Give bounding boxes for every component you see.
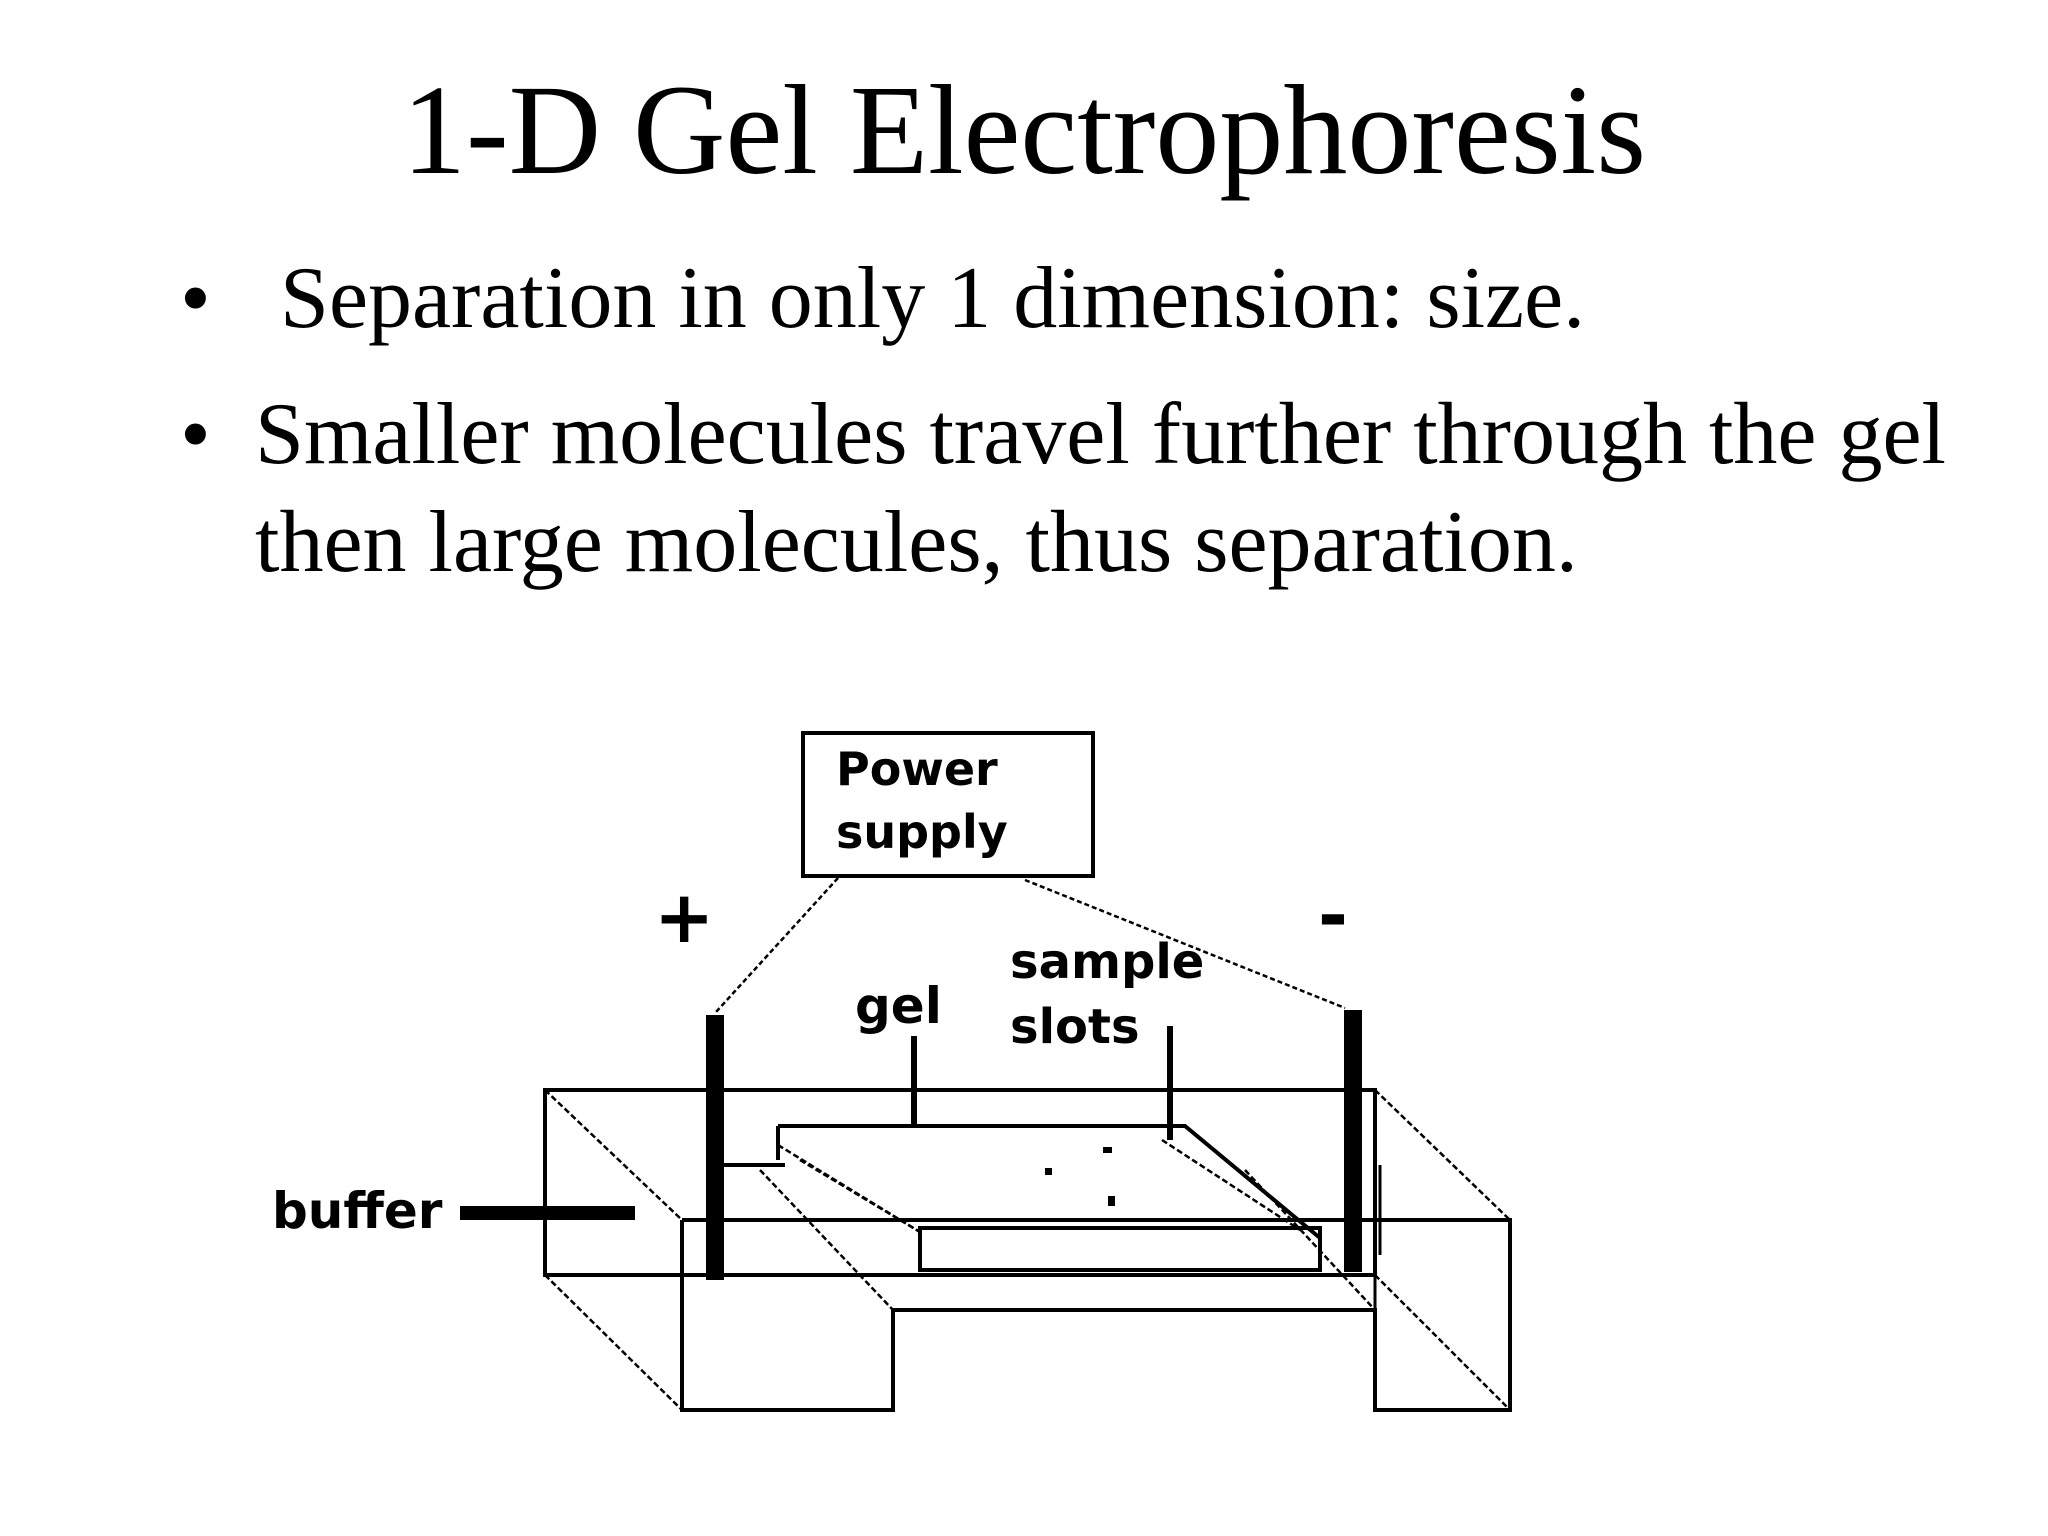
- bullet-text: Separation in only 1 dimension: size.: [280, 250, 1586, 347]
- sample-dot: [1103, 1147, 1112, 1153]
- tank-edge: [759, 1169, 894, 1311]
- gel-top-edge: [778, 1124, 1322, 1240]
- tank-front-face: [680, 1218, 1512, 1412]
- negative-sign: -: [1318, 873, 1348, 957]
- tank-edge: [544, 1089, 683, 1221]
- tank-edge: [1374, 1089, 1511, 1221]
- bullet-symbol: •: [180, 250, 211, 347]
- positive-wire: [715, 877, 839, 1013]
- bullet-item: • Separation in only 1 dimension: size.: [170, 245, 1970, 353]
- bullet-symbol: •: [180, 386, 211, 483]
- power-supply-label-line2: supply: [836, 805, 1008, 859]
- gel-label: gel: [855, 977, 942, 1035]
- slide-title: 1-D Gel Electrophoresis: [401, 59, 1647, 201]
- negative-electrode: [1344, 1010, 1362, 1272]
- sample-dots: [1045, 1147, 1115, 1206]
- sample-slots-label-line2: slots: [1010, 999, 1140, 1055]
- gel-front-face: [918, 1226, 1322, 1272]
- bullet-text: Smaller molecules travel further through…: [255, 386, 1946, 591]
- gel-inner-line: [799, 1158, 921, 1234]
- bullet-list: • Separation in only 1 dimension: size. …: [170, 245, 1970, 625]
- power-supply-box: [801, 731, 1095, 878]
- gel-inner-line: [1161, 1138, 1301, 1232]
- buffer-tank: [543, 1088, 1512, 1412]
- negative-wire: [1024, 878, 1346, 1010]
- sample-dot: [1045, 1168, 1052, 1175]
- tank-edge: [544, 1274, 683, 1411]
- tank-edge: [1374, 1274, 1511, 1411]
- sample-dot: [1108, 1196, 1115, 1206]
- bullet-item: • Smaller molecules travel further throu…: [170, 381, 1970, 597]
- positive-sign: +: [654, 875, 714, 959]
- buffer-label: buffer: [272, 1182, 443, 1240]
- gel-slab: [776, 1124, 1322, 1272]
- tank-inner-ledge: [718, 1163, 785, 1215]
- positive-electrode: [706, 1015, 724, 1280]
- power-supply-label-line1: Power: [836, 742, 998, 796]
- sample-slots-label-line1: sample: [1010, 934, 1204, 990]
